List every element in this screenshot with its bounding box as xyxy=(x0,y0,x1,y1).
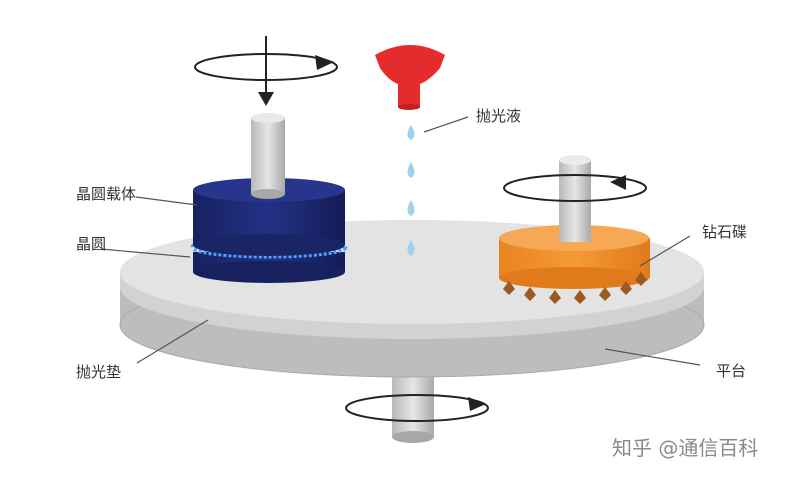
watermark: 知乎 @通信百科 xyxy=(612,436,758,460)
diamond-teeth xyxy=(503,272,647,304)
leader-lines xyxy=(100,116,701,366)
rotation-arrow-icon xyxy=(503,174,647,202)
label-wafer: 晶圆 xyxy=(76,235,106,253)
label-polishing-liquid: 抛光液 xyxy=(476,107,521,125)
rotation-arrow-icon xyxy=(345,394,489,422)
label-polishing-pad: 抛光垫 xyxy=(76,363,121,381)
label-wafer-carrier: 晶圆载体 xyxy=(76,185,136,203)
rotation-arrow-icon xyxy=(194,53,338,81)
slurry-nozzle xyxy=(375,45,445,110)
label-platform: 平台 xyxy=(716,362,746,380)
disc-spindle xyxy=(559,155,591,242)
down-arrow-icon xyxy=(258,36,274,106)
label-diamond-disc: 钻石碟 xyxy=(702,223,747,241)
slurry-droplets xyxy=(407,125,415,256)
carrier-spindle xyxy=(251,113,285,199)
